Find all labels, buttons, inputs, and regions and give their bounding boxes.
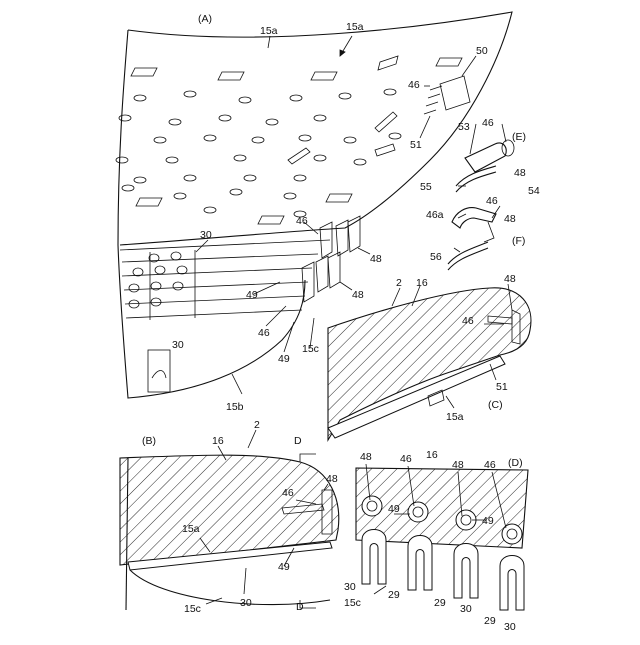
ref-49: 49 [388, 503, 400, 515]
ref-49: 49 [246, 289, 258, 301]
ref-48: 48 [370, 253, 382, 265]
panel-c-drawing [328, 288, 531, 440]
ref-29: 29 [484, 615, 496, 627]
ref-2: 2 [396, 277, 402, 289]
ref-50: 50 [476, 45, 488, 57]
ref-48: 48 [326, 473, 338, 485]
panel-e-part [456, 140, 514, 192]
ref-46: 46 [486, 195, 498, 207]
ref-30: 30 [344, 581, 356, 593]
ref-16: 16 [426, 449, 438, 461]
ref-15a: 15a [446, 411, 464, 423]
ref-46: 46 [400, 453, 412, 465]
ref-46: 46 [462, 315, 474, 327]
ref-15c: 15c [344, 597, 361, 609]
ref-48: 48 [514, 167, 526, 179]
section-d-top: D [294, 435, 302, 447]
ref-30: 30 [460, 603, 472, 615]
ref-29: 29 [434, 597, 446, 609]
section-d-bottom: D [296, 601, 304, 613]
ref-30: 30 [172, 339, 184, 351]
ref-54: 54 [528, 185, 540, 197]
panel-label-b: (B) [142, 435, 156, 447]
ref-15b: 15b [226, 401, 244, 413]
ref-16: 16 [212, 435, 224, 447]
ref-55: 55 [420, 181, 432, 193]
panel-label-d: (D) [508, 457, 523, 469]
ref-56: 56 [430, 251, 442, 263]
ref-15a: 15a [346, 21, 364, 33]
ref-15c: 15c [184, 603, 201, 615]
ref-49: 49 [278, 353, 290, 365]
panel-label-a: (A) [198, 13, 212, 25]
ref-29: 29 [388, 589, 400, 601]
ref-48: 48 [504, 213, 516, 225]
ref-48: 48 [452, 459, 464, 471]
panel-label-e: (E) [512, 131, 526, 143]
ref-49: 49 [278, 561, 290, 573]
ref-48: 48 [504, 273, 516, 285]
ref-48: 48 [360, 451, 372, 463]
ref-30: 30 [240, 597, 252, 609]
ref-51: 51 [410, 139, 422, 151]
ref-46: 46 [296, 215, 308, 227]
panel-b-drawing [120, 454, 339, 610]
ref-15c: 15c [302, 343, 319, 355]
panel-label-c: (C) [488, 399, 503, 411]
ref-51: 51 [496, 381, 508, 393]
ref-16: 16 [416, 277, 428, 289]
ref-46: 46 [258, 327, 270, 339]
panel-label-f: (F) [512, 235, 525, 247]
ref-30: 30 [504, 621, 516, 633]
ref-46a: 46a [426, 209, 444, 221]
ref-46: 46 [282, 487, 294, 499]
ref-49: 49 [482, 515, 494, 527]
ref-15a: 15a [182, 523, 200, 535]
ref-2: 2 [254, 419, 260, 431]
ref-15a: 15a [260, 25, 278, 37]
ref-53: 53 [458, 121, 470, 133]
ref-48: 48 [352, 289, 364, 301]
ref-30: 30 [200, 229, 212, 241]
ref-46: 46 [408, 79, 420, 91]
ref-46: 46 [484, 459, 496, 471]
ref-46: 46 [482, 117, 494, 129]
panel-f-part [448, 208, 496, 270]
